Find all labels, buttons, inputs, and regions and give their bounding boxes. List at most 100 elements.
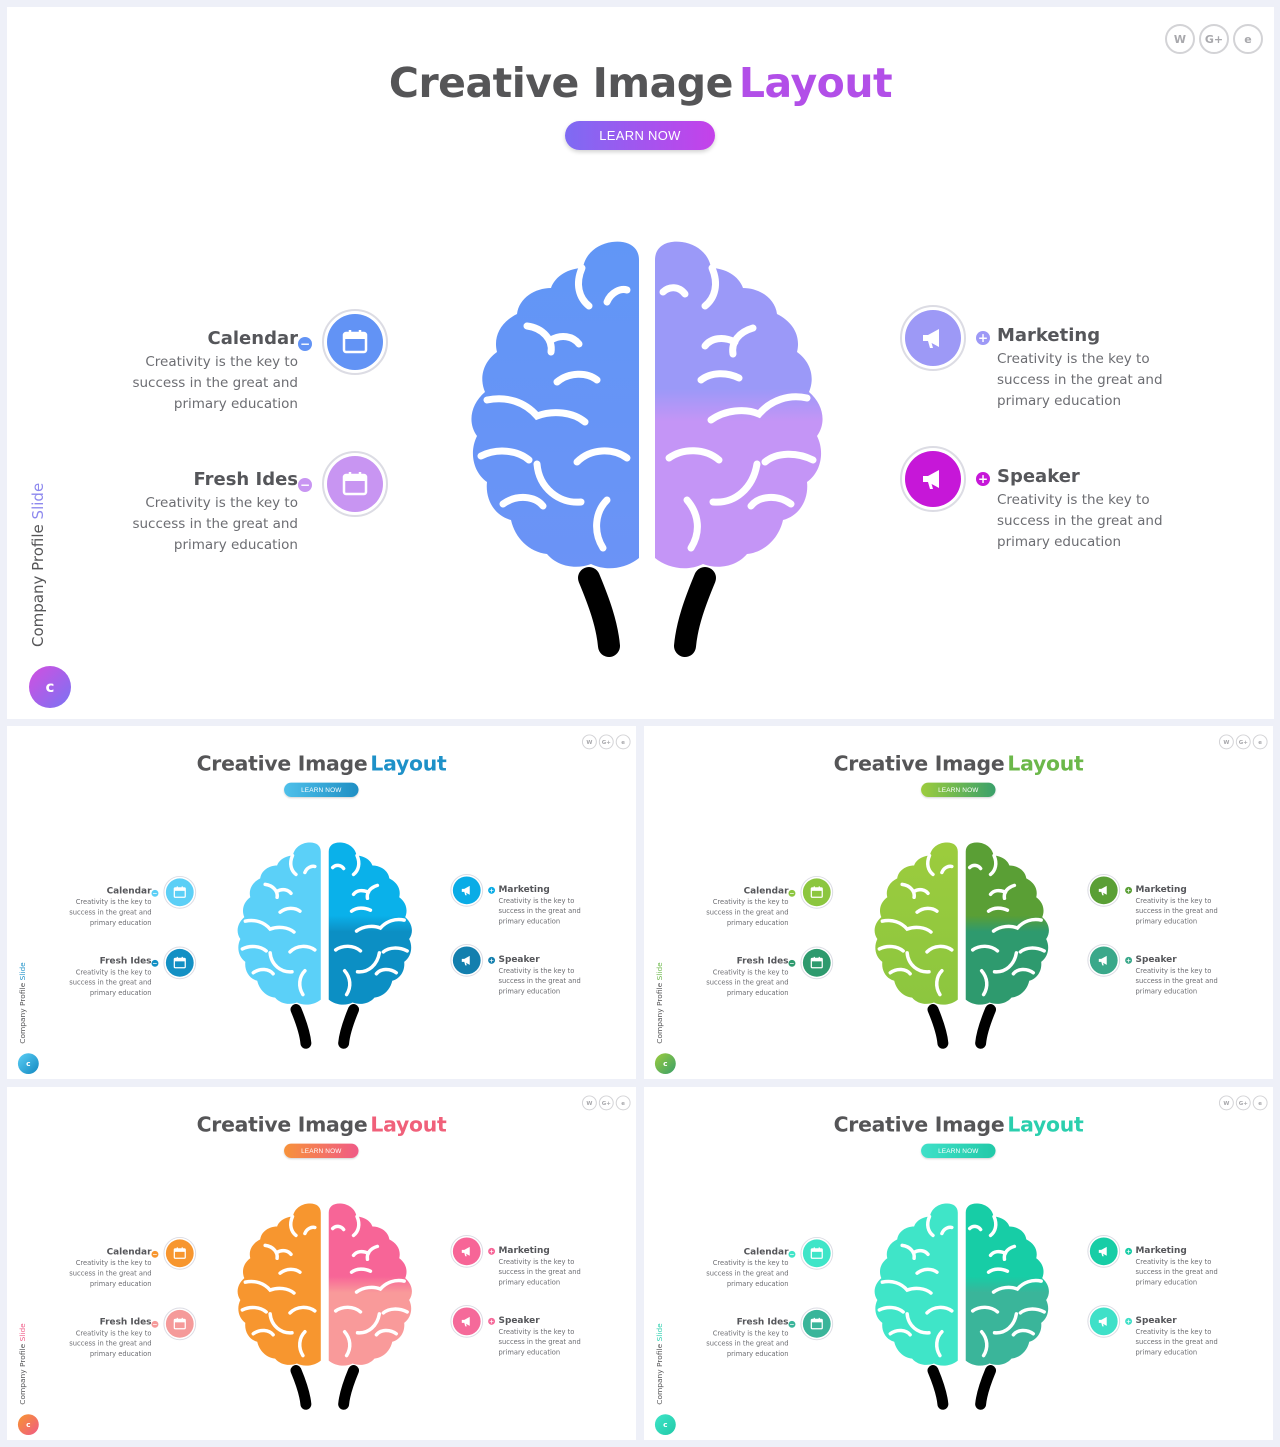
calendar-badge[interactable] xyxy=(163,875,197,909)
fresh-ides-badge[interactable] xyxy=(800,1307,834,1341)
speaker-badge[interactable] xyxy=(1087,943,1121,977)
title-main: Creative Image xyxy=(196,1112,368,1137)
megaphone-icon xyxy=(452,1237,481,1266)
edge-button[interactable]: e xyxy=(1233,24,1263,54)
marketing-badge[interactable] xyxy=(1087,1234,1121,1268)
whatsapp-button[interactable]: W xyxy=(581,734,597,750)
learn-now-button[interactable]: LEARN NOW xyxy=(921,1143,996,1158)
title-main: Creative Image xyxy=(388,59,734,107)
brain-illustration xyxy=(471,241,823,657)
whatsapp-button[interactable]: W xyxy=(1218,734,1234,750)
edge-button[interactable]: e xyxy=(1252,1095,1268,1111)
slide-content: W G+ e Creative ImageLayout LEARN NOW xyxy=(644,726,1273,1079)
learn-now-button[interactable]: LEARN NOW xyxy=(921,782,996,797)
learn-now-button[interactable]: LEARN NOW xyxy=(284,1143,359,1158)
calendar-icon xyxy=(802,1309,831,1338)
marketing-badge[interactable] xyxy=(900,305,966,371)
slide-content: W G+ e Creative ImageLayout LEARN NOW xyxy=(644,1087,1273,1440)
google-plus-button[interactable]: G+ xyxy=(598,734,614,750)
title-main: Creative Image xyxy=(833,751,1005,776)
title-accent: Layout xyxy=(1007,1112,1084,1137)
fresh-ides-badge[interactable] xyxy=(322,451,388,517)
brain-stem-right xyxy=(338,1004,360,1049)
calendar-icon xyxy=(165,1239,194,1268)
slide-content: W G+ e Creative ImageLayout LEARN NOW xyxy=(7,726,636,1079)
learn-now-button[interactable]: LEARN NOW xyxy=(284,782,359,797)
calendar-title: Calendar xyxy=(207,328,298,349)
whatsapp-button[interactable]: W xyxy=(1165,24,1195,54)
edge-button[interactable]: e xyxy=(615,1095,631,1111)
brain-left-hemisphere xyxy=(874,842,958,1005)
google-plus-button[interactable]: G+ xyxy=(1235,734,1251,750)
speaker-badge[interactable] xyxy=(900,446,966,512)
google-plus-icon: G+ xyxy=(601,738,611,746)
speaker-badge[interactable] xyxy=(450,943,484,977)
marketing-title: Marketing xyxy=(1135,1244,1187,1256)
calendar-badge[interactable] xyxy=(163,1236,197,1270)
brain-illustration xyxy=(874,1203,1049,1410)
brain-illustration xyxy=(237,1203,412,1410)
google-plus-button[interactable]: G+ xyxy=(1199,24,1229,54)
marketing-badge[interactable] xyxy=(450,873,484,907)
marketing-badge[interactable] xyxy=(450,1234,484,1268)
plus-icon: + xyxy=(1125,1317,1133,1325)
fresh-ides-badge[interactable] xyxy=(800,946,834,980)
edge-button[interactable]: e xyxy=(615,734,631,750)
plus-icon: + xyxy=(488,1247,496,1255)
minus-icon: − xyxy=(298,337,312,351)
calendar-icon xyxy=(165,948,194,977)
brain-left-hemisphere xyxy=(237,1203,321,1366)
megaphone-icon xyxy=(905,451,961,507)
speaker-title: Speaker xyxy=(997,466,1080,487)
calendar-badge[interactable] xyxy=(800,875,834,909)
slide-title: Creative ImageLayout xyxy=(7,752,636,776)
learn-now-button[interactable]: LEARN NOW xyxy=(565,121,715,150)
company-profile-label: Company Profile Slide xyxy=(17,962,27,1044)
google-plus-button[interactable]: G+ xyxy=(598,1095,614,1111)
company-logo: c xyxy=(17,1053,39,1075)
fresh-ides-badge[interactable] xyxy=(163,1307,197,1341)
title-accent: Layout xyxy=(738,59,893,107)
whatsapp-icon: W xyxy=(1223,1099,1230,1107)
megaphone-icon xyxy=(1089,946,1118,975)
plus-icon: + xyxy=(488,1317,496,1325)
calendar-title: Calendar xyxy=(106,1246,152,1257)
speaker-badge[interactable] xyxy=(450,1304,484,1338)
fresh-ides-title: Fresh Ides xyxy=(736,955,789,966)
calendar-badge[interactable] xyxy=(800,1236,834,1270)
minus-icon: − xyxy=(151,1320,159,1328)
plus-icon: + xyxy=(488,886,496,894)
brain-stem-right xyxy=(975,1365,997,1410)
megaphone-icon xyxy=(452,876,481,905)
title-accent: Layout xyxy=(370,1112,447,1137)
google-plus-button[interactable]: G+ xyxy=(1235,1095,1251,1111)
calendar-badge[interactable] xyxy=(322,309,388,375)
fresh-ides-badge[interactable] xyxy=(163,946,197,980)
title-main: Creative Image xyxy=(196,751,368,776)
marketing-badge[interactable] xyxy=(1087,873,1121,907)
plus-icon: + xyxy=(976,472,990,486)
megaphone-icon xyxy=(452,946,481,975)
brain-right-hemisphere xyxy=(328,1203,412,1366)
whatsapp-button[interactable]: W xyxy=(581,1095,597,1111)
slide-title: Creative ImageLayout xyxy=(644,752,1273,776)
brain-left-hemisphere xyxy=(237,842,321,1005)
speaker-badge[interactable] xyxy=(1087,1304,1121,1338)
whatsapp-button[interactable]: W xyxy=(1218,1095,1234,1111)
edge-button[interactable]: e xyxy=(1252,734,1268,750)
